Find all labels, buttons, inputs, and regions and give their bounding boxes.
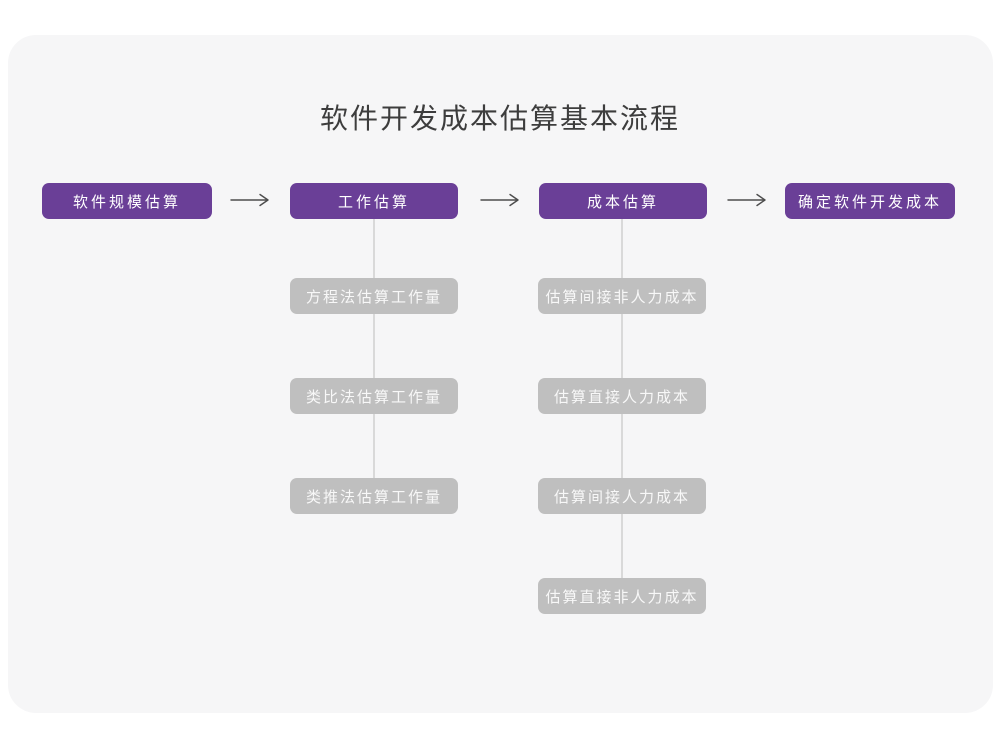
flow-node-work-estimation: 工作估算 <box>290 183 458 219</box>
diagram-card <box>8 35 993 713</box>
sub-node-indirect-nonlabor-cost: 估算间接非人力成本 <box>538 278 706 314</box>
sub-node-direct-nonlabor-cost: 估算直接非人力成本 <box>538 578 706 614</box>
flow-node-determine-dev-cost: 确定软件开发成本 <box>785 183 955 219</box>
sub-node-equation-method: 方程法估算工作量 <box>290 278 458 314</box>
long-right-arrow-icon <box>480 193 519 207</box>
sub-node-direct-labor-cost: 估算直接人力成本 <box>538 378 706 414</box>
sub-node-extrapolation-method: 类推法估算工作量 <box>290 478 458 514</box>
long-right-arrow-icon <box>727 193 766 207</box>
connector-line-work-estimation <box>373 218 375 478</box>
diagram-title: 软件开发成本估算基本流程 <box>319 103 680 134</box>
sub-node-indirect-labor-cost: 估算间接人力成本 <box>538 478 706 514</box>
long-right-arrow-icon <box>230 193 269 207</box>
flow-node-software-scale-estimation: 软件规模估算 <box>42 183 212 219</box>
sub-node-analogy-method: 类比法估算工作量 <box>290 378 458 414</box>
flow-node-cost-estimation: 成本估算 <box>539 183 707 219</box>
